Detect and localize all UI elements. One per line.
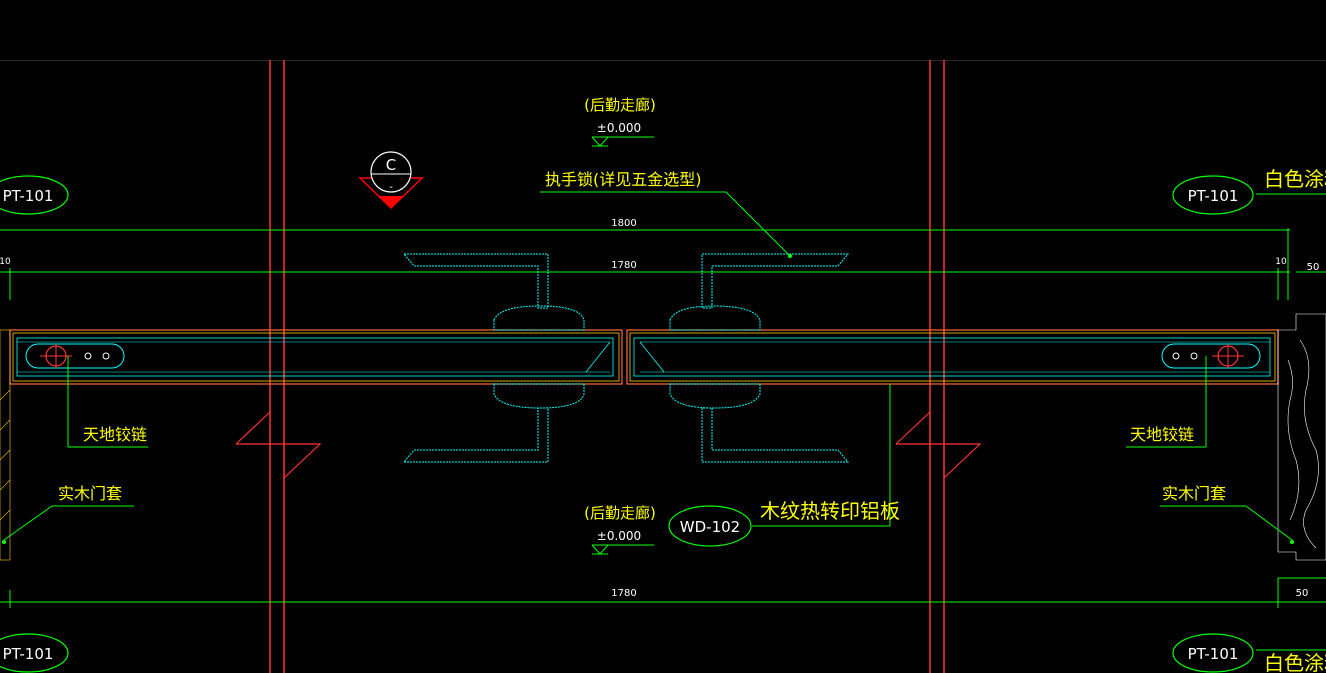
- dim-right-50-bottom-label: 50: [1296, 588, 1309, 599]
- corridor-label-top: (后勤走廊): [584, 96, 656, 114]
- wall-hatch-right: [1277, 313, 1326, 561]
- toolbar-strip: [0, 0, 1326, 61]
- wall-hatch-left: [0, 329, 11, 561]
- section-marker-letter: C: [386, 156, 396, 174]
- door-leaf-right: [626, 329, 1279, 385]
- column-lines: [235, 60, 982, 673]
- leader-dot-handle: [788, 254, 792, 258]
- frame-right-note: 实木门套: [1162, 484, 1226, 503]
- elevation-marker-top: [591, 136, 654, 147]
- tag-pt101-bottom-left[interactable]: PT-101: [3, 645, 54, 663]
- dimension-lines: [0, 228, 1326, 608]
- tag-ellipses: [0, 175, 1254, 673]
- handle-lock-note: 执手锁(详见五金选型): [545, 170, 702, 189]
- section-marker-sub: -: [389, 182, 393, 193]
- frame-left-note: 实木门套: [58, 484, 122, 503]
- leader-dot-frame-left: [2, 540, 6, 544]
- elevation-marker-bottom: [591, 544, 654, 555]
- tag-wd102[interactable]: WD-102: [680, 518, 740, 536]
- leader-dot-frame-right: [1290, 540, 1294, 544]
- paint-note-bottom-right: 白色涂料: [1264, 651, 1326, 673]
- hinge-left-note: 天地铰链: [83, 425, 147, 444]
- elevation-label-top: ±0.000: [597, 121, 641, 135]
- hinge-left: [25, 343, 125, 369]
- panel-note: 木纹热转印铝板: [760, 499, 900, 523]
- paint-note-top-right: 白色涂料: [1264, 167, 1326, 191]
- dim-clear-label: 1780: [611, 260, 636, 271]
- leader-lines: [3, 191, 1326, 651]
- tag-pt101-top-left[interactable]: PT-101: [3, 187, 54, 205]
- corridor-label-bottom: (后勤走廊): [584, 504, 656, 522]
- dim-right-50-top-label: 50: [1307, 262, 1320, 273]
- dim-overall-label: 1800: [611, 218, 636, 229]
- door-leaf-left: [9, 329, 623, 385]
- tag-pt101-bottom-right[interactable]: PT-101: [1188, 645, 1239, 663]
- dim-bottom-label: 1780: [611, 588, 636, 599]
- tag-pt101-top-right[interactable]: PT-101: [1188, 187, 1239, 205]
- hinge-right-note: 天地铰链: [1130, 425, 1194, 444]
- hinge-right: [1161, 343, 1261, 369]
- dim-left-small-label: 10: [0, 257, 11, 267]
- lever-handles: [402, 253, 850, 463]
- elevation-label-bottom: ±0.000: [597, 529, 641, 543]
- dim-right-small-label: 10: [1275, 257, 1287, 267]
- section-marker-c[interactable]: [358, 151, 424, 210]
